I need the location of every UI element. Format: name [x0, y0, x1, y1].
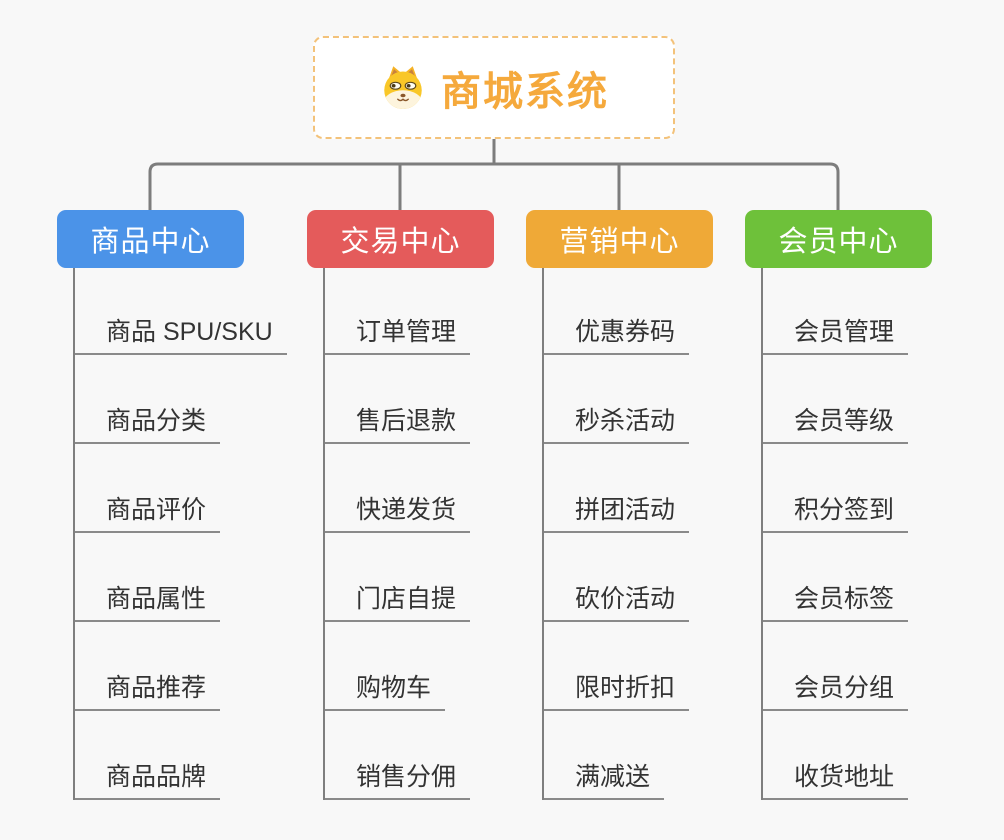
leaf-node: 订单管理: [323, 266, 471, 355]
leaf-label[interactable]: 会员等级: [761, 401, 909, 444]
leaf-label[interactable]: 售后退款: [323, 401, 471, 444]
leaf-node: 会员标签: [761, 533, 909, 622]
leaf-node: 会员分组: [761, 622, 909, 711]
leaf-label[interactable]: 商品评价: [73, 490, 221, 533]
leaf-label[interactable]: 满减送: [542, 757, 665, 800]
leaf-label[interactable]: 秒杀活动: [542, 401, 690, 444]
leaf-label[interactable]: 商品属性: [73, 579, 221, 622]
leaf-label[interactable]: 商品推荐: [73, 668, 221, 711]
root-title: 商城系统: [441, 69, 609, 114]
leaf-node: 限时折扣: [542, 622, 690, 711]
branch-vertical-line: [323, 268, 325, 800]
leaf-node: 销售分佣: [323, 711, 471, 800]
leaf-label[interactable]: 会员管理: [761, 312, 909, 355]
leaf-label[interactable]: 限时折扣: [542, 668, 690, 711]
branch-children: 商品 SPU/SKU 商品分类 商品评价 商品属性 商品推荐 商品品牌: [73, 266, 287, 800]
leaf-node: 满减送: [542, 711, 689, 800]
leaf-node: 商品分类: [73, 355, 287, 444]
leaf-node: 秒杀活动: [542, 355, 690, 444]
leaf-node: 砍价活动: [542, 533, 690, 622]
leaf-node: 商品品牌: [73, 711, 287, 800]
leaf-node: 优惠券码: [542, 266, 690, 355]
root-node[interactable]: 商城系统: [313, 36, 675, 139]
branch-vertical-line: [761, 268, 763, 800]
branch-node[interactable]: 商品中心: [57, 210, 244, 268]
leaf-label[interactable]: 快递发货: [323, 490, 471, 533]
leaf-node: 积分签到: [761, 444, 909, 533]
dog-icon: [384, 65, 422, 109]
leaf-node: 商品推荐: [73, 622, 287, 711]
leaf-label[interactable]: 商品分类: [73, 401, 221, 444]
leaf-label[interactable]: 商品品牌: [73, 757, 221, 800]
leaf-node: 快递发货: [323, 444, 471, 533]
branch-children: 订单管理 售后退款 快递发货 门店自提 购物车 销售分佣: [323, 266, 471, 800]
leaf-node: 会员等级: [761, 355, 909, 444]
branch-node[interactable]: 会员中心: [745, 210, 932, 268]
leaf-node: 门店自提: [323, 533, 471, 622]
leaf-label[interactable]: 会员标签: [761, 579, 909, 622]
branch-vertical-line: [73, 268, 75, 800]
leaf-node: 商品属性: [73, 533, 287, 622]
leaf-label[interactable]: 优惠券码: [542, 312, 690, 355]
leaf-node: 商品评价: [73, 444, 287, 533]
branch-children: 优惠券码 秒杀活动 拼团活动 砍价活动 限时折扣 满减送: [542, 266, 690, 800]
leaf-node: 售后退款: [323, 355, 471, 444]
leaf-node: 收货地址: [761, 711, 909, 800]
branch-children: 会员管理 会员等级 积分签到 会员标签 会员分组 收货地址: [761, 266, 909, 800]
branch-node[interactable]: 交易中心: [307, 210, 494, 268]
leaf-label[interactable]: 收货地址: [761, 757, 909, 800]
leaf-label[interactable]: 会员分组: [761, 668, 909, 711]
leaf-node: 拼团活动: [542, 444, 690, 533]
leaf-node: 商品 SPU/SKU: [73, 266, 287, 355]
leaf-label[interactable]: 购物车: [323, 668, 446, 711]
branch-vertical-line: [542, 268, 544, 800]
leaf-label[interactable]: 砍价活动: [542, 579, 690, 622]
leaf-node: 购物车: [323, 622, 470, 711]
leaf-label[interactable]: 拼团活动: [542, 490, 690, 533]
leaf-label[interactable]: 销售分佣: [323, 757, 471, 800]
leaf-node: 会员管理: [761, 266, 909, 355]
leaf-label[interactable]: 门店自提: [323, 579, 471, 622]
branch-node[interactable]: 营销中心: [526, 210, 713, 268]
leaf-label[interactable]: 积分签到: [761, 490, 909, 533]
leaf-label[interactable]: 订单管理: [323, 312, 471, 355]
leaf-label[interactable]: 商品 SPU/SKU: [73, 312, 287, 355]
